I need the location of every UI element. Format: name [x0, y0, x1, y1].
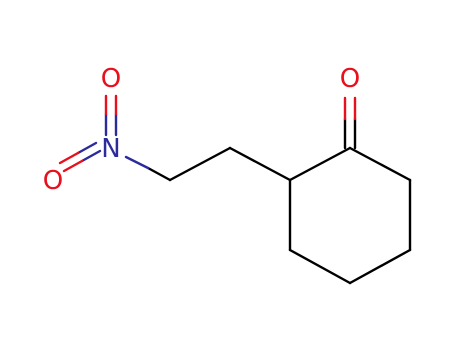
- bond-n-o-left-2: [76, 141, 98, 155]
- bond-ch2-n-blue: [124, 155, 150, 170]
- bond-ch2-n-black: [146, 166, 172, 182]
- atom-n-nitro: N: [101, 134, 120, 164]
- atom-o-nitro-top: O: [101, 64, 121, 94]
- bond-ring-c3-c4: [348, 248, 412, 285]
- bond-ring-c6-c1: [288, 146, 352, 182]
- bond-ch2-ch2: [168, 146, 232, 182]
- bond-ring-ch2: [228, 146, 292, 182]
- bond-n-o-left-2-red: [58, 151, 80, 165]
- atom-o-ketone: O: [340, 64, 360, 94]
- bond-ring-c4-c5: [288, 248, 352, 285]
- bond-n-o-left-1: [80, 149, 102, 163]
- bond-n-o-left-1-red: [62, 159, 84, 173]
- atom-o-nitro-left: O: [43, 166, 63, 196]
- bond-ring-c1-c2: [348, 146, 412, 182]
